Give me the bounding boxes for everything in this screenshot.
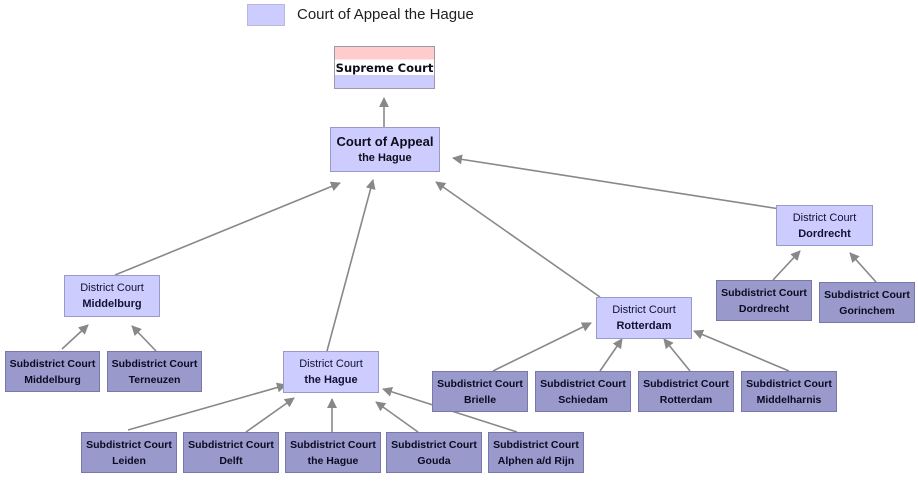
edge-sub-delft <box>245 397 295 433</box>
district-court-hague: District Court the Hague <box>283 351 379 393</box>
subdistrict-court-gouda: Subdistrict Court Gouda <box>386 432 482 473</box>
subdistrict-court-city: Gorinchem <box>839 304 895 317</box>
edge-sub-middelburg <box>61 324 89 350</box>
edge-sub-terneuzen <box>131 325 157 352</box>
district-court-rotterdam: District Court Rotterdam <box>596 297 692 339</box>
legend-swatch <box>247 4 285 26</box>
subdistrict-court-city: the Hague <box>307 454 359 467</box>
subdistrict-court-gorinchem: Subdistrict Court Gorinchem <box>819 282 915 323</box>
subdistrict-court-city: Middelburg <box>24 373 81 386</box>
subdistrict-court-city: Leiden <box>112 454 146 467</box>
edge-sub-rotterdam <box>663 338 691 372</box>
subdistrict-court-label: Subdistrict Court <box>290 438 376 451</box>
subdistrict-court-label: Subdistrict Court <box>643 377 729 390</box>
subdistrict-court-city: Middelharnis <box>756 393 822 406</box>
edge-rotterdam-appeal <box>435 181 601 298</box>
subdistrict-court-city: Rotterdam <box>659 393 713 406</box>
edge-sub-gouda <box>375 401 419 433</box>
subdistrict-court-brielle: Subdistrict Court Brielle <box>432 371 528 412</box>
subdistrict-court-label: Subdistrict Court <box>111 357 198 370</box>
subdistrict-court-label: Subdistrict Court <box>188 438 274 451</box>
edge-sub-middelharnis <box>693 329 790 372</box>
district-court-label: District Court <box>612 304 676 316</box>
district-court-city: Rotterdam <box>616 320 672 332</box>
court-of-appeal-city: the Hague <box>358 151 412 164</box>
subdistrict-court-city: Delft <box>219 454 243 467</box>
edge-sub-leiden <box>127 382 287 431</box>
subdistrict-court-label: Subdistrict Court <box>540 377 626 390</box>
subdistrict-court-label: Subdistrict Court <box>721 286 807 299</box>
subdistrict-court-label: Subdistrict Court <box>824 288 910 301</box>
supreme-court-label: Supreme Court <box>335 60 434 75</box>
subdistrict-court-rotterdam: Subdistrict Court Rotterdam <box>638 371 734 412</box>
district-court-label: District Court <box>299 358 363 370</box>
subdistrict-court-label: Subdistrict Court <box>437 377 523 390</box>
subdistrict-court-city: Schiedam <box>558 393 608 406</box>
subdistrict-court-city: Brielle <box>463 393 497 406</box>
edge-hague-appeal <box>326 179 376 352</box>
subdistrict-court-leiden: Subdistrict Court Leiden <box>81 432 177 473</box>
edge-middelburg-appeal <box>114 181 341 276</box>
district-court-label: District Court <box>792 211 857 224</box>
district-court-label: District Court <box>80 282 144 294</box>
subdistrict-court-the-hague: Subdistrict Court the Hague <box>285 432 381 473</box>
subdistrict-court-middelharnis: Subdistrict Court Middelharnis <box>741 371 837 412</box>
subdistrict-court-terneuzen: Subdistrict Court Terneuzen <box>107 351 202 392</box>
subdistrict-court-city: Gouda <box>417 454 451 467</box>
subdistrict-court-label: Subdistrict Court <box>391 438 477 451</box>
subdistrict-court-city: Terneuzen <box>128 373 181 386</box>
legend-label: Court of Appeal the Hague <box>297 6 474 23</box>
court-of-appeal-title: Court of Appeal <box>336 133 434 149</box>
district-court-city: Dordrecht <box>798 227 851 240</box>
subdistrict-court-alphen: Subdistrict Court Alphen a/d Rijn <box>488 432 584 473</box>
subdistrict-court-schiedam: Subdistrict Court Schiedam <box>535 371 631 412</box>
district-court-city: the Hague <box>304 374 358 386</box>
subdistrict-court-city: Dordrecht <box>738 302 790 315</box>
district-court-dordrecht: District Court Dordrecht <box>776 205 873 246</box>
subdistrict-court-middelburg: Subdistrict Court Middelburg <box>5 351 100 392</box>
edge-sub-dordrecht <box>772 250 801 281</box>
edge-sub-brielle <box>492 322 592 372</box>
supreme-court-node: Supreme Court <box>334 46 435 89</box>
subdistrict-court-city: Alphen a/d Rijn <box>497 454 575 467</box>
subdistrict-court-dordrecht: Subdistrict Court Dordrecht <box>716 280 812 321</box>
subdistrict-court-label: Subdistrict Court <box>493 438 579 451</box>
subdistrict-court-label: Subdistrict Court <box>9 357 96 370</box>
subdistrict-court-label: Subdistrict Court <box>86 438 172 451</box>
court-of-appeal-node: Court of Appeal the Hague <box>330 127 440 172</box>
subdistrict-court-label: Subdistrict Court <box>746 377 832 390</box>
subdistrict-court-delft: Subdistrict Court Delft <box>183 432 279 473</box>
edge-sub-gorinchem <box>849 252 877 283</box>
district-court-middelburg: District Court Middelburg <box>64 275 160 317</box>
edge-dordrecht-appeal <box>452 154 781 210</box>
district-court-city: Middelburg <box>82 298 142 310</box>
edge-sub-schiedam <box>599 338 623 372</box>
